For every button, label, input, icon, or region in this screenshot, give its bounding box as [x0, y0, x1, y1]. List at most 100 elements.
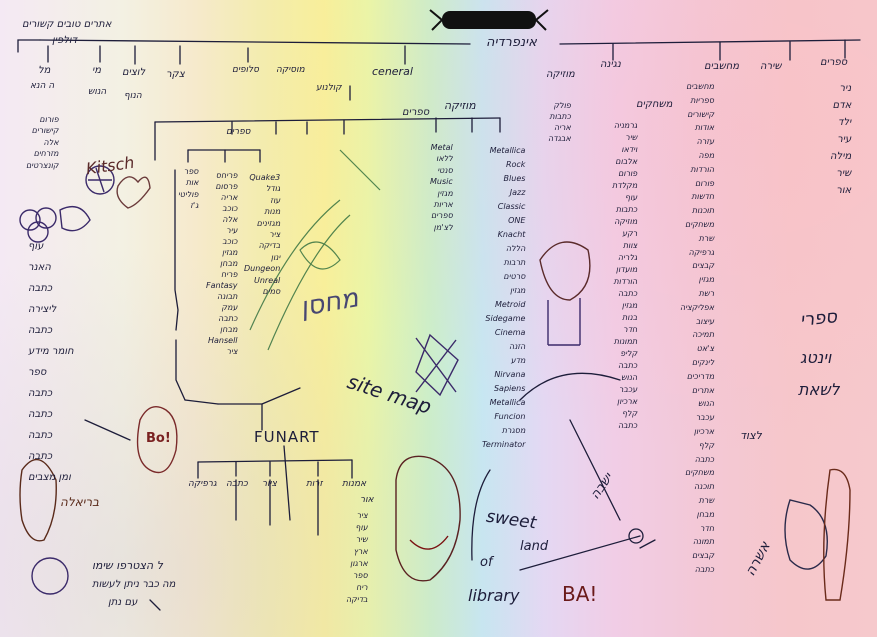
column-music: Metal ללאו סנטי Music מגזין אריות ספרים …	[430, 142, 453, 233]
list-item: תמיכה	[692, 330, 715, 340]
list-item: שיר	[355, 535, 368, 544]
list-item: שיר	[836, 168, 852, 179]
list-item: ספרים	[430, 211, 453, 221]
list-item: Sapiens	[493, 384, 526, 393]
list-item: ציר	[356, 511, 368, 520]
list-item: משחקים	[685, 219, 715, 229]
list-item: קלף	[698, 440, 715, 450]
list-item: כתבה	[694, 564, 715, 574]
list-item: קישורים	[687, 109, 715, 119]
bottom-note: ל הצטרפו שימו	[92, 559, 163, 572]
list-item: פריחס	[215, 171, 238, 180]
node-tunes: מוזיקה	[444, 99, 476, 112]
list-item: מגזין	[437, 188, 453, 198]
list-item: מגזין	[509, 286, 526, 295]
list-item: Blues	[503, 174, 526, 183]
list-item: בדיקה	[346, 595, 368, 604]
bottom-note: עם נתן	[108, 597, 138, 608]
list-item: Jazz	[509, 188, 526, 197]
list-item: אודות	[694, 123, 715, 133]
list-item: עמק	[221, 303, 238, 312]
list-item: ספריות	[690, 95, 715, 105]
right-node: מוזיקה	[546, 69, 575, 80]
list-item: ומן מצבים	[28, 472, 71, 483]
branch-mal: מל	[38, 65, 51, 76]
list-item: Dungeon	[244, 264, 281, 274]
list-item: חדר	[700, 523, 715, 533]
node-cinema: קולנוע	[316, 83, 342, 93]
top-left-node: דולפין	[52, 35, 78, 46]
list-item: שרת	[698, 495, 715, 505]
list-item: Hansell	[207, 336, 238, 345]
bottom-right-note: לצוד	[740, 429, 762, 442]
list-item: אדם	[832, 100, 852, 111]
title-banner	[429, 9, 549, 31]
list-item: אור	[836, 185, 852, 196]
list-item: גרפיקה	[688, 247, 715, 257]
right-node: שירה	[760, 61, 782, 72]
list-item: מוזיקה	[614, 217, 638, 226]
funart-sublist: ציר עוף שיר ארץ ארגון ספר ריח בדיקה	[346, 510, 368, 606]
list-item: רשת	[698, 288, 715, 298]
list-item: Metallica	[489, 146, 526, 155]
list-item: ינון	[270, 252, 281, 262]
list-item: אלבום	[615, 157, 638, 166]
list-item: הנוש	[621, 373, 638, 382]
list-item: פולק	[553, 101, 571, 110]
list-item: עזרה	[696, 137, 715, 147]
list-item: מסגרת	[501, 426, 526, 435]
list-item: מחשבים	[686, 82, 715, 91]
branch-lutzim-sub: הנוף	[124, 91, 142, 101]
list-item: מגזין	[698, 275, 715, 285]
list-item: כתבה	[617, 421, 638, 430]
right-node: נגינה	[600, 59, 621, 70]
node-stores: סלופים	[232, 65, 260, 75]
list-item: עוף	[624, 193, 638, 202]
list-item: תבונה	[217, 292, 238, 301]
list-item: פוליטי	[178, 189, 199, 199]
list-item: ריח	[356, 583, 368, 592]
list-item: ליצירה	[28, 304, 57, 315]
list-item: אתרים	[691, 385, 715, 395]
list-item: אריה	[553, 123, 571, 132]
list-item: ילד	[837, 117, 852, 128]
top-left-note: אתרים טובים קשורים	[22, 19, 112, 30]
branch-tzakar: צקר	[166, 69, 185, 80]
list-item: פריח	[220, 270, 238, 279]
list-item: מדריכים	[686, 371, 715, 381]
list-item: ניר	[839, 83, 852, 94]
branch-mal-sub: ה הנא	[30, 81, 55, 91]
list-item: ספר	[352, 571, 368, 580]
list-item: ארכיון	[693, 426, 715, 436]
list-item: ארכיון	[617, 397, 638, 406]
list-item: תרבות	[503, 258, 526, 267]
list-item: מנות	[264, 207, 281, 217]
column-film: Metallica Rock Blues Jazz Classic ONE Kn…	[482, 144, 525, 452]
list-item: תוכנות	[691, 206, 715, 216]
list-item: ציר	[226, 347, 238, 356]
list-item: ג'ז	[190, 201, 199, 211]
list-item: אבגדה	[548, 134, 571, 143]
list-item: סנטי	[437, 165, 453, 175]
list-item: מגזין	[621, 301, 638, 310]
funart-child: זרות	[306, 479, 323, 489]
column-right-1: פולק כתבות אריה אבגדה	[548, 100, 571, 144]
list-item: ללאו	[436, 154, 453, 164]
list-item: Cinema	[494, 328, 526, 337]
funart-child: גרפיקה	[188, 479, 217, 489]
list-item: הנוש	[697, 399, 715, 409]
list-item: מדע	[510, 356, 526, 365]
list-item: גודל	[265, 184, 281, 194]
list-item: פורום	[39, 115, 59, 124]
funart-child: ציור	[262, 479, 277, 489]
list-item: פרסום	[215, 182, 238, 191]
funart-child: כתבה	[226, 479, 248, 489]
list-item: צוות	[622, 241, 638, 250]
list-item: חדשות	[691, 192, 715, 202]
right-node: ספרים	[820, 57, 848, 68]
list-item: קונצרטים	[26, 160, 59, 170]
list-item: גלריה	[617, 253, 638, 262]
list-item: גרמניה	[613, 121, 638, 130]
list-item: קבצים	[691, 261, 715, 271]
list-item: Knacht	[497, 230, 526, 239]
